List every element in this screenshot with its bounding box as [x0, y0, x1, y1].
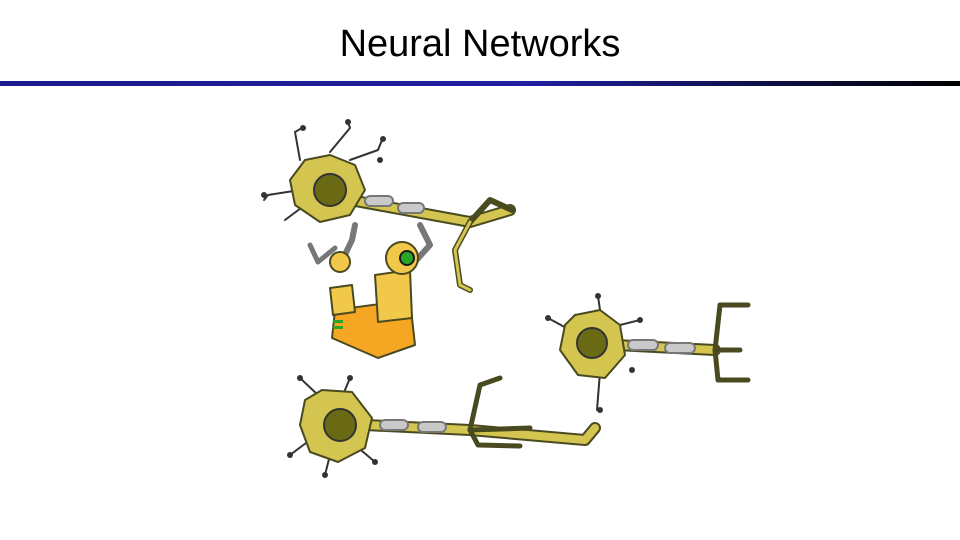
slide-title: Neural Networks [339, 23, 621, 65]
neuron-bottom [287, 375, 601, 478]
neurons-with-robot-illustration [261, 119, 751, 478]
neuron-right [545, 293, 751, 413]
neuron-top [261, 119, 516, 293]
title-underline [0, 81, 960, 86]
robot [307, 222, 433, 359]
